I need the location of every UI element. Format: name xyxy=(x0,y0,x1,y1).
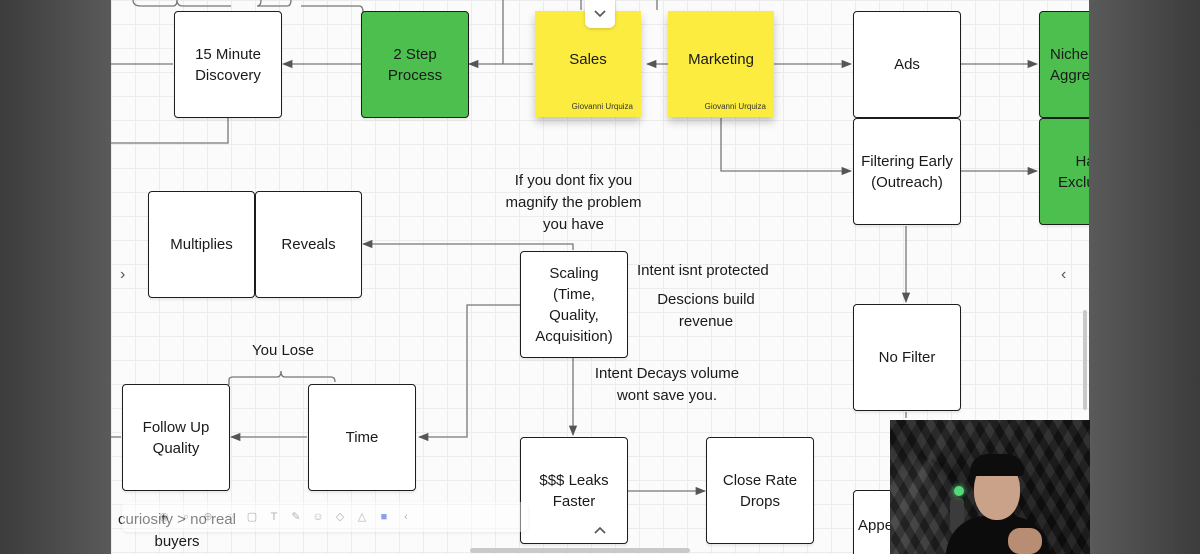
sticky-label: Sales xyxy=(569,50,607,68)
node-label: Ha Exclu xyxy=(1058,152,1089,191)
text-icon[interactable]: T xyxy=(270,511,278,523)
chevron-right-icon[interactable]: › xyxy=(120,266,126,283)
node-label: Niche Aggre xyxy=(1050,45,1089,84)
node-no-filter[interactable]: No Filter xyxy=(853,304,961,411)
sticky-author: Giovanni Urquiza xyxy=(704,102,766,111)
sticky-author: Giovanni Urquiza xyxy=(571,102,633,111)
note-intent-decays: Intent Decays volume wont save you. xyxy=(594,365,740,404)
whiteboard-canvas[interactable]: 15 Minute Discovery 2 Step Process Ads N… xyxy=(111,0,1089,554)
brace-you-lose xyxy=(228,370,336,385)
node-label: Time xyxy=(345,429,379,446)
node-time[interactable]: Time xyxy=(308,384,416,491)
emoji-icon[interactable]: ☺ xyxy=(312,511,324,523)
brace-top-1 xyxy=(132,0,231,7)
wire-scaling-reveals xyxy=(361,239,574,250)
note-fix-problem: If you dont fix you magnify the problem … xyxy=(505,172,642,233)
node-ads[interactable]: Ads xyxy=(853,11,961,118)
node-scaling[interactable]: Scaling (Time, Quality, Acquisition) xyxy=(520,251,628,358)
webcam-overlay xyxy=(890,420,1090,554)
left-margin xyxy=(0,0,111,554)
collapse-icon[interactable]: ‹ xyxy=(404,511,408,523)
chevron-down-icon xyxy=(594,10,606,18)
node-follow-up-quality[interactable]: Follow Up Quality xyxy=(122,384,230,491)
node-label: Scaling (Time, Quality, Acquisition) xyxy=(535,264,613,345)
eraser-icon[interactable]: ◇ xyxy=(335,511,345,523)
vertical-scrollbar[interactable] xyxy=(1083,310,1087,410)
search-icon[interactable]: ⌕ xyxy=(182,511,190,523)
bottom-expand-tab[interactable] xyxy=(589,522,611,538)
note-decisions-revenue: Descions build revenue xyxy=(657,291,755,330)
drawing-toolbar[interactable]: ◉ ⌕ ⊕ ◌ ▢ T ✎ ☺ ◇ △ ■ ‹ xyxy=(122,502,528,532)
pointer-icon[interactable]: ◉ xyxy=(159,511,169,523)
node-multiplies[interactable]: Multiplies xyxy=(148,191,255,298)
node-niche-aggre[interactable]: Niche Aggre xyxy=(1039,11,1089,118)
horizontal-scrollbar[interactable] xyxy=(470,548,690,553)
pen-icon[interactable]: ✎ xyxy=(291,511,301,523)
chevron-up-icon xyxy=(594,526,606,534)
zoom-icon[interactable]: ⊕ xyxy=(203,511,213,523)
wire-discovery-down xyxy=(111,118,229,144)
note-intent-protected: Intent isnt protected xyxy=(637,262,769,279)
lasso-icon[interactable]: ◌ xyxy=(226,511,234,523)
presenter-hand xyxy=(1008,528,1042,554)
presenter-cap xyxy=(970,454,1024,476)
node-label: Ads xyxy=(894,56,920,73)
node-label: 2 Step Process xyxy=(387,45,443,84)
top-collapse-tab[interactable] xyxy=(585,0,615,28)
note-curiosity: curiosity > no real buyers xyxy=(118,511,236,550)
sticky-sales[interactable]: Sales Giovanni Urquiza xyxy=(535,11,641,117)
node-leaks-faster[interactable]: $$$ Leaks Faster xyxy=(520,437,628,544)
wire-scaling-time xyxy=(417,304,520,442)
wire-sales-marketing-top xyxy=(580,0,658,10)
crop-icon[interactable]: ▢ xyxy=(246,511,258,523)
node-label: Close Rate Drops xyxy=(722,471,798,510)
chevron-left-icon[interactable]: ‹ xyxy=(1061,266,1067,283)
mic-light xyxy=(954,486,964,496)
node-filtering-early[interactable]: Filtering Early (Outreach) xyxy=(853,118,961,225)
brace-top-2 xyxy=(256,0,364,13)
shape-icon[interactable]: △ xyxy=(357,511,367,523)
right-margin xyxy=(1089,0,1200,554)
node-exclu[interactable]: Ha Exclu xyxy=(1039,118,1089,225)
wire-marketing-filtering xyxy=(720,118,853,176)
node-label: Reveals xyxy=(281,236,336,253)
node-label: Appe xyxy=(858,516,894,534)
node-label: No Filter xyxy=(878,349,936,366)
node-reveals[interactable]: Reveals xyxy=(255,191,362,298)
sticky-label: Marketing xyxy=(688,50,754,68)
note-you-lose: You Lose xyxy=(251,342,314,359)
node-close-rate-drops[interactable]: Close Rate Drops xyxy=(706,437,814,544)
node-label: Follow Up Quality xyxy=(142,418,210,457)
node-label: 15 Minute Discovery xyxy=(195,45,261,84)
node-2-step-process[interactable]: 2 Step Process xyxy=(361,11,469,118)
node-15-minute-discovery[interactable]: 15 Minute Discovery xyxy=(174,11,282,118)
node-label: Multiplies xyxy=(170,236,233,253)
sticky-marketing[interactable]: Marketing Giovanni Urquiza xyxy=(668,11,774,117)
camera-icon[interactable]: ■ xyxy=(380,511,388,523)
node-label: $$$ Leaks Faster xyxy=(539,471,609,510)
node-label: Filtering Early (Outreach) xyxy=(861,152,953,191)
connector-layer xyxy=(111,0,1039,496)
